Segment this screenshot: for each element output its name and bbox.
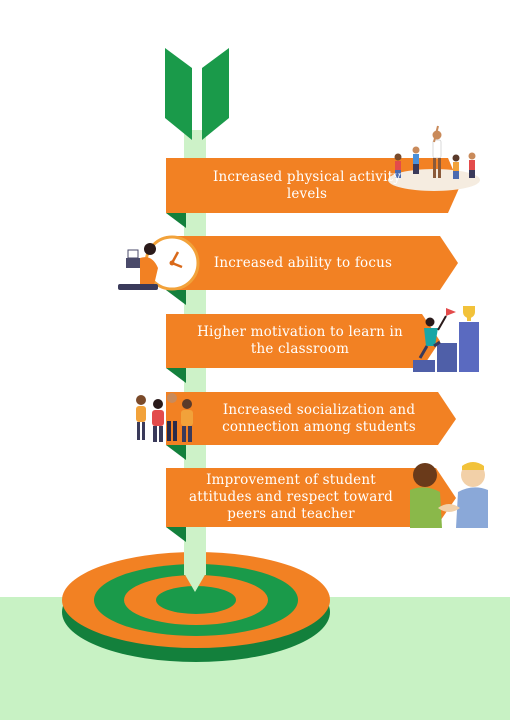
clock-and-student-icon bbox=[118, 235, 200, 291]
handshake-icon bbox=[410, 462, 488, 528]
sign-text-5: Improvement of student attitudes and res… bbox=[189, 472, 393, 522]
sign-text-3: Higher motivation to learn in the classr… bbox=[197, 324, 403, 357]
children-exercising-icon bbox=[388, 125, 480, 191]
sign-board-1 bbox=[166, 158, 460, 213]
pole-tip bbox=[184, 573, 206, 592]
arrow-fletching-icon bbox=[165, 48, 229, 140]
sign-board-5 bbox=[166, 468, 456, 527]
sign-label-1: Increased physical activity levels bbox=[166, 158, 448, 213]
sign-label-3: Higher motivation to learn in the classr… bbox=[182, 314, 418, 368]
sign-text-4: Increased socialization and connection a… bbox=[222, 401, 416, 435]
sign-board-4 bbox=[166, 392, 456, 445]
sign-text-1: Increased physical activity levels bbox=[212, 168, 402, 202]
sign-label-4: Increased socialization and connection a… bbox=[200, 392, 438, 445]
climbing-podium-trophy-icon bbox=[413, 306, 479, 372]
sign-tails bbox=[166, 213, 186, 542]
group-of-students-icon bbox=[136, 393, 193, 442]
sign-board-2 bbox=[166, 236, 458, 290]
sign-label-5: Improvement of student attitudes and res… bbox=[172, 468, 410, 527]
sign-text-2: Increased ability to focus bbox=[213, 254, 393, 271]
sign-label-2: Increased ability to focus bbox=[166, 236, 440, 290]
sign-board-3 bbox=[166, 314, 440, 368]
target-icon bbox=[62, 552, 330, 662]
